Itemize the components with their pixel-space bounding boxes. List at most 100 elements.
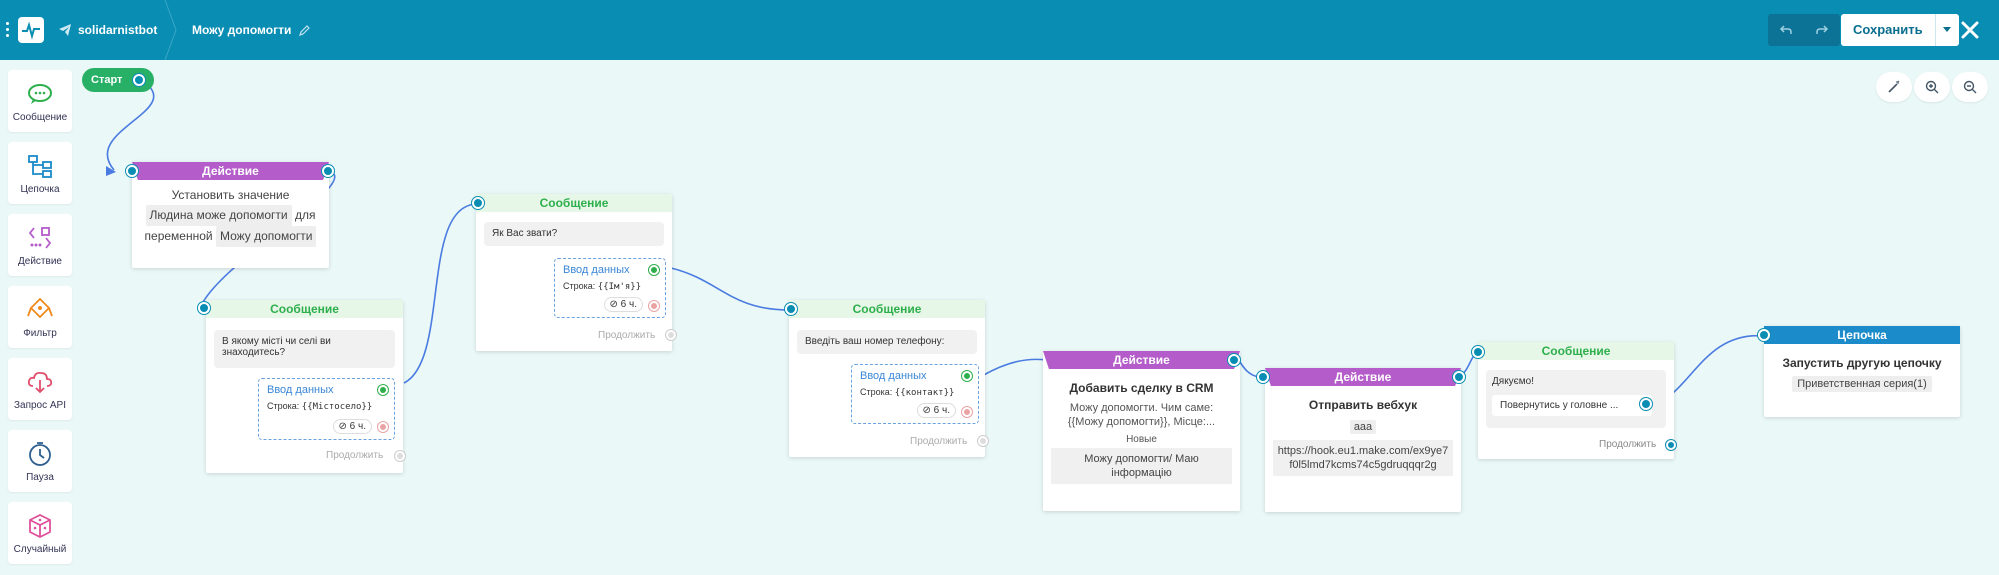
magic-wand-icon	[1888, 80, 1900, 93]
input-port[interactable]	[472, 197, 484, 209]
pencil-icon[interactable]	[299, 24, 311, 36]
deal-status: Новые	[1126, 434, 1157, 445]
magic-wand-button[interactable]	[1876, 72, 1912, 102]
menu-dots-icon[interactable]	[6, 22, 10, 40]
timeout-badge: ⊘ 6 ч.	[332, 419, 372, 434]
close-icon[interactable]	[1958, 18, 1982, 42]
data-input-block[interactable]: Ввод данных Строка: {{контакт}} ⊘ 6 ч.	[851, 364, 979, 424]
bot-selector[interactable]: solidarnistbot	[58, 0, 157, 60]
continue-port[interactable]	[666, 330, 676, 340]
zoom-out-icon	[1963, 80, 1977, 94]
message-bubble: Дякуємо! Повернутись у головне ...	[1486, 370, 1666, 428]
value-chip: Людина може допомогти	[145, 205, 292, 226]
continue-port[interactable]	[395, 451, 405, 461]
zoom-in-button[interactable]	[1914, 72, 1950, 102]
action-title: Добавить сделку в CRM	[1069, 381, 1214, 395]
continue-label: Продолжить	[326, 450, 384, 461]
zoom-out-button[interactable]	[1952, 72, 1988, 102]
data-input-block[interactable]: Ввод данных Строка: {{Містосело}} ⊘ 6 ч.	[258, 378, 395, 440]
chain-node[interactable]: Цепочка Запустить другую цепочку Приветс…	[1758, 326, 1960, 417]
node-header: Действие	[132, 162, 329, 180]
chain-icon	[28, 154, 52, 178]
redo-button[interactable]	[1804, 14, 1840, 46]
action-node-crm[interactable]: Действие Добавить сделку в CRM Можу допо…	[1043, 351, 1240, 511]
timeout-badge: ⊘ 6 ч.	[916, 403, 956, 418]
wire-msg3-action2	[981, 358, 1047, 377]
action-title: Отправить вебхук	[1308, 398, 1418, 412]
block-sidebar: Сообщение Цепочка Действие Фильтр Запрос…	[8, 70, 72, 574]
data-input-block[interactable]: Ввод данных Строка: {{Ім'я}} ⊘ 6 ч.	[554, 258, 666, 318]
sidebar-item-chain[interactable]: Цепочка	[8, 142, 72, 204]
zoom-in-icon	[1925, 80, 1939, 94]
random-icon	[29, 513, 51, 538]
message-node-name[interactable]: Сообщение Як Вас звати? Ввод данных Стро…	[472, 194, 676, 351]
start-node[interactable]: Старт	[82, 68, 154, 92]
button-port[interactable]	[1640, 398, 1652, 410]
top-bar: solidarnistbot Можу допомогти Сохранить	[0, 0, 1999, 60]
pipeline-block: Можу допомогти/ Маю інформацію	[1051, 448, 1232, 484]
action-description: Можу допомогти. Чим саме: {{Можу допомог…	[1067, 402, 1216, 428]
menu-button[interactable]: Повернутись у головне ...	[1492, 395, 1652, 416]
success-port[interactable]	[649, 265, 659, 275]
filter-icon	[27, 297, 53, 318]
api-icon	[27, 371, 53, 393]
output-port[interactable]	[322, 165, 334, 177]
timeout-port[interactable]	[962, 407, 972, 417]
start-port[interactable]	[133, 74, 145, 86]
success-port[interactable]	[378, 385, 388, 395]
message-node-thanks[interactable]: Сообщение Дякуємо! Повернутись у головне…	[1472, 342, 1676, 459]
sidebar-item-action[interactable]: Действие	[8, 214, 72, 276]
save-dropdown-button[interactable]	[1934, 14, 1959, 46]
output-port[interactable]	[1453, 371, 1465, 383]
action-icon	[28, 226, 52, 249]
success-port[interactable]	[962, 371, 972, 381]
history-controls	[1768, 14, 1840, 46]
output-port[interactable]	[1228, 354, 1240, 366]
node-header: Сообщение	[476, 194, 672, 212]
save-group: Сохранить	[1841, 14, 1959, 46]
bot-name: solidarnistbot	[78, 23, 158, 37]
message-node-phone[interactable]: Сообщение Введіть ваш номер телефону: Вв…	[785, 300, 988, 457]
message-text: Введіть ваш номер телефону:	[797, 330, 977, 354]
action-node-webhook[interactable]: Действие Отправить вебхук ааа https://ho…	[1257, 368, 1465, 512]
redo-icon	[1816, 25, 1829, 34]
app-logo[interactable]	[18, 17, 44, 43]
input-port[interactable]	[198, 302, 210, 314]
undo-button[interactable]	[1768, 14, 1804, 46]
sidebar-item-pause[interactable]: Пауза	[8, 430, 72, 492]
chevron-down-icon	[1943, 27, 1952, 32]
node-header: Действие	[1043, 351, 1240, 369]
sidebar-item-random[interactable]: Случайный	[8, 502, 72, 564]
continue-label: Продолжить	[910, 436, 968, 447]
message-text: В якому місті чи селі ви знаходитесь?	[214, 330, 395, 368]
wire-msg1-msg2	[403, 203, 478, 384]
message-node-city[interactable]: Сообщение В якому місті чи селі ви знахо…	[198, 300, 405, 473]
timeout-port[interactable]	[378, 422, 388, 432]
action-node-set-value[interactable]: Действие Установить значение Людина може…	[126, 162, 334, 268]
input-port[interactable]	[1257, 371, 1269, 383]
chain-title: Можу допомогти	[192, 23, 292, 37]
timeout-port[interactable]	[649, 301, 659, 311]
chain-action-title: Запустить другую цепочку	[1782, 356, 1942, 370]
input-port[interactable]	[785, 303, 797, 315]
action-label: Установить значение	[171, 188, 290, 202]
variable-chip: Можу допомогти	[215, 226, 317, 247]
undo-icon	[1779, 25, 1792, 34]
node-header: Сообщение	[789, 300, 985, 318]
header-separator	[164, 0, 177, 60]
continue-port[interactable]	[978, 436, 988, 446]
wire-msg2-msg3	[670, 267, 790, 311]
input-port[interactable]	[126, 165, 138, 177]
wire-start-action1	[106, 79, 155, 171]
save-button[interactable]: Сохранить	[1841, 14, 1935, 46]
chain-title-area[interactable]: Можу допомогти	[192, 0, 311, 60]
sidebar-item-message[interactable]: Сообщение	[8, 70, 72, 132]
sidebar-item-filter[interactable]: Фильтр	[8, 286, 72, 348]
sidebar-item-api[interactable]: Запрос API	[8, 358, 72, 420]
continue-label: Продолжить	[1599, 439, 1657, 450]
input-port[interactable]	[1472, 346, 1484, 358]
continue-port[interactable]	[1666, 440, 1676, 450]
node-header: Цепочка	[1764, 326, 1960, 344]
input-port[interactable]	[1758, 329, 1770, 341]
